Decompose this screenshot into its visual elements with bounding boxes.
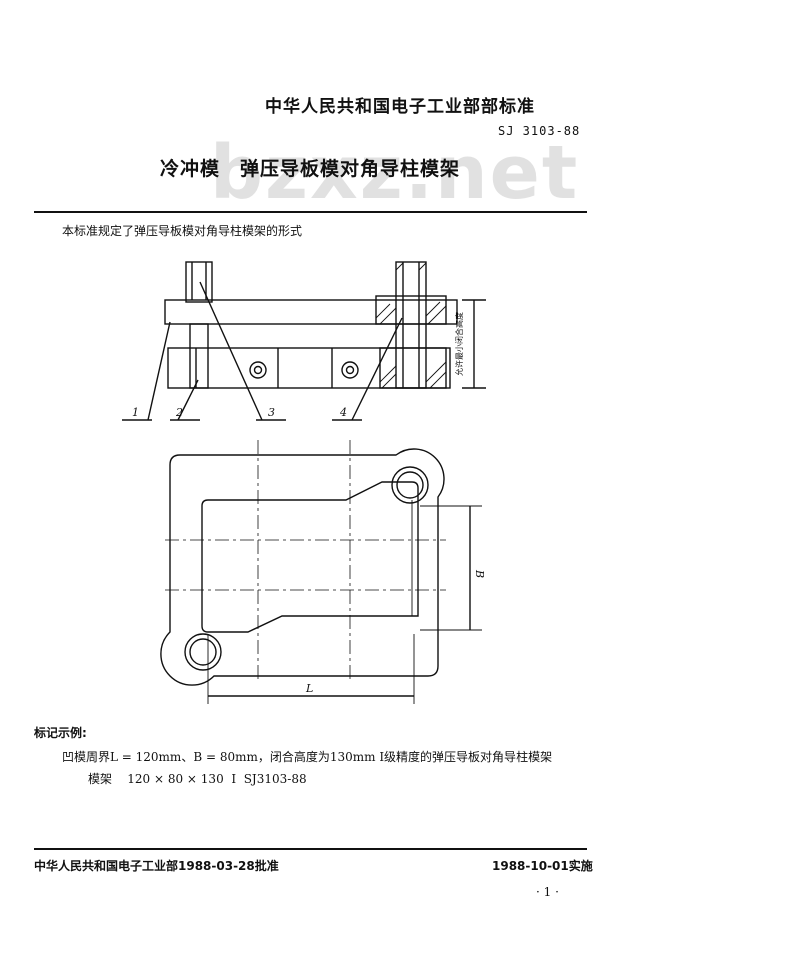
guide-plate xyxy=(164,299,458,325)
implementation-date: 1988-10-01实施 xyxy=(492,859,593,873)
example-description: 凹模周界L = 120mm、B = 80mm，闭合高度为130mm Ⅰ级精度的弹… xyxy=(62,750,553,764)
part-label-2: 2 xyxy=(175,406,183,419)
footer-rule xyxy=(34,848,587,850)
part-label-1: 1 xyxy=(132,406,139,419)
approval-line: 中华人民共和国电子工业部1988-03-28批准 xyxy=(34,859,279,873)
die-pocket xyxy=(201,481,419,633)
intro-text: 本标准规定了弹压导板模对角导柱模架的形式 xyxy=(62,224,303,238)
example-heading: 标记示例: xyxy=(34,726,87,740)
part-label-3: 3 xyxy=(268,406,275,419)
page-number: · 1 · xyxy=(536,885,559,899)
die-base xyxy=(167,347,451,389)
bore-bottom-left xyxy=(184,633,222,671)
bore-top-right xyxy=(391,466,429,504)
dimension-l-label: L xyxy=(305,682,313,695)
watermark: bzxz.net xyxy=(210,130,580,216)
standard-code: SJ 3103-88 xyxy=(498,124,581,138)
guide-post-left xyxy=(185,261,213,303)
die-set-outline xyxy=(160,448,445,686)
example-designation: 模架 120 × 80 × 130 Ⅰ SJ3103-88 xyxy=(88,772,307,786)
header-rule xyxy=(34,211,587,213)
screw-left xyxy=(249,361,267,379)
organization-heading: 中华人民共和国电子工业部部标准 xyxy=(265,97,535,117)
dimension-b-label: B xyxy=(473,569,486,578)
guide-bushing xyxy=(395,261,427,389)
document-title: 冷冲模 弹压导板模对角导柱模架 xyxy=(160,158,461,180)
part-label-4: 4 xyxy=(339,406,347,419)
screw-right xyxy=(341,361,359,379)
technical-drawing: 1 2 3 4 允许最小闭合高度 B L xyxy=(122,261,486,704)
closed-height-note: 允许最小闭合高度 xyxy=(454,312,464,376)
